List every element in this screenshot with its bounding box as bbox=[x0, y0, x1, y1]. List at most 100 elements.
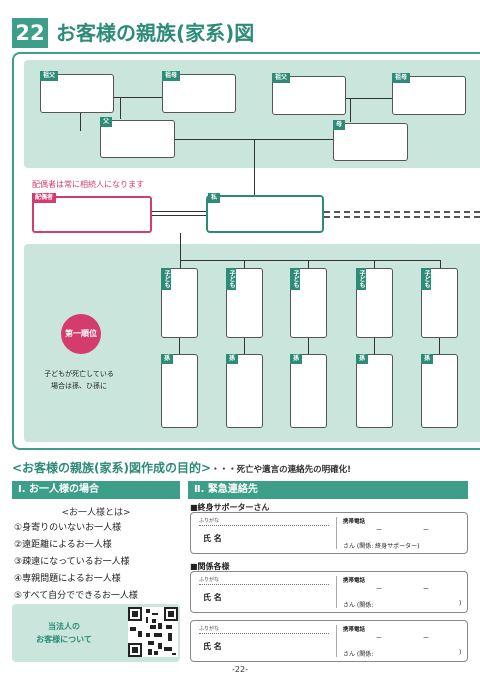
phone-dash: ー bbox=[423, 635, 430, 642]
connector bbox=[244, 338, 245, 354]
connector bbox=[180, 260, 440, 261]
name-label: 氏 名 bbox=[203, 642, 222, 651]
phone-label: 携帯電話 bbox=[343, 578, 366, 584]
section-single-heading: Ⅰ. お一人様の場合 bbox=[12, 481, 180, 499]
single-item: ⑤すべて自分でできるお一人様 bbox=[14, 591, 138, 601]
father-box[interactable] bbox=[100, 120, 175, 158]
rank-caption-line: 場合は孫、ひ孫に bbox=[51, 382, 107, 390]
connector bbox=[180, 260, 181, 268]
spouse-box[interactable] bbox=[32, 196, 152, 233]
relation-text: さん (関係: 終身サポーター) bbox=[343, 543, 420, 550]
page-footer-number: -22- bbox=[232, 665, 248, 674]
grandfather-tag: 祖父 bbox=[40, 71, 59, 81]
furigana-line bbox=[199, 633, 329, 634]
furigana-label: ふりがな bbox=[199, 518, 220, 524]
grandchild-box-2[interactable] bbox=[226, 354, 263, 428]
connector bbox=[80, 113, 81, 131]
purpose-heading: <お客様の親族(家系)図作成の目的>・・・死亡や遺言の連絡先の明確化! bbox=[12, 459, 480, 476]
first-rank-badge: 第一順位 bbox=[61, 314, 101, 354]
divider bbox=[336, 625, 337, 657]
me-tag: 私 bbox=[208, 193, 221, 203]
phone-dash: ー bbox=[423, 586, 430, 593]
rank-caption: 子どもが死亡している 場合は孫、ひ孫に bbox=[30, 368, 128, 392]
connector bbox=[120, 97, 121, 119]
connector bbox=[80, 97, 162, 98]
spouse-note: 配偶者は常に相続人になります bbox=[32, 180, 144, 189]
child-tag: 子ども bbox=[421, 268, 431, 290]
single-item: ②遠距離によるお一人様 bbox=[14, 540, 112, 550]
connector bbox=[244, 260, 245, 268]
child-tag: 子ども bbox=[226, 268, 236, 290]
purpose-subtitle: ・・・死亡や遺言の連絡先の明確化! bbox=[211, 465, 351, 475]
contact-card-lifetime[interactable]: ふりがな 氏 名 携帯電話 ー ー さん (関係: 終身サポーター) bbox=[190, 512, 468, 554]
page-number-badge: 22 bbox=[12, 18, 48, 48]
me-box[interactable] bbox=[206, 195, 324, 233]
section-emergency-heading: Ⅱ. 緊急連絡先 bbox=[188, 481, 468, 499]
grandchild-box-4[interactable] bbox=[356, 354, 393, 428]
grandchild-tag: 孫 bbox=[356, 354, 369, 364]
relation-text: さん (関係: bbox=[343, 651, 374, 658]
contact-card-related-1[interactable]: ふりがな 氏 名 携帯電話 ー ー さん (関係: ) bbox=[190, 571, 468, 613]
page-title: お客様の親族(家系)図 bbox=[56, 21, 255, 45]
relation-close: ) bbox=[459, 649, 462, 656]
connector bbox=[254, 139, 255, 195]
grandmother-tag: 祖母 bbox=[162, 71, 181, 81]
sibling-dashed-line bbox=[324, 211, 480, 213]
corp-text-line: お客様について bbox=[36, 635, 92, 644]
phone-dash: ー bbox=[423, 527, 430, 534]
marriage-line bbox=[152, 211, 206, 212]
connector bbox=[350, 98, 351, 122]
divider bbox=[336, 517, 337, 549]
family-tree-frame bbox=[12, 52, 480, 450]
grandchild-box-1[interactable] bbox=[161, 354, 198, 428]
connector bbox=[308, 260, 309, 268]
connector bbox=[374, 260, 375, 268]
mother-box[interactable] bbox=[333, 123, 408, 161]
phone-dash: ー bbox=[376, 527, 383, 534]
child-tag: 子ども bbox=[161, 268, 171, 290]
single-item: ①身寄りのいないお一人様 bbox=[14, 523, 122, 533]
related-persons-label: ■関係各様 bbox=[190, 562, 230, 571]
connector bbox=[180, 233, 181, 261]
single-item: ④専親問題によるお一人様 bbox=[14, 574, 121, 584]
divider bbox=[336, 576, 337, 608]
grandchild-tag: 孫 bbox=[290, 354, 303, 364]
connector bbox=[440, 260, 441, 268]
child-tag: 子ども bbox=[356, 268, 366, 290]
furigana-line bbox=[199, 584, 329, 585]
qr-code-icon[interactable] bbox=[128, 607, 178, 657]
phone-dash: ー bbox=[376, 586, 383, 593]
grandfather-box-paternal[interactable] bbox=[40, 74, 114, 113]
grandchild-tag: 孫 bbox=[161, 354, 174, 364]
marriage-line bbox=[152, 215, 206, 216]
grandchild-box-5[interactable] bbox=[421, 354, 458, 428]
single-item: ③疎遠になっているお一人様 bbox=[14, 557, 130, 567]
grandfather-tag: 祖父 bbox=[272, 73, 291, 83]
grandchild-tag: 孫 bbox=[226, 354, 239, 364]
name-label: 氏 名 bbox=[203, 534, 222, 543]
single-definition: <お一人様とは> bbox=[61, 508, 131, 518]
furigana-label: ふりがな bbox=[199, 626, 220, 632]
child-box-5[interactable] bbox=[421, 268, 458, 338]
connector bbox=[374, 338, 375, 354]
child-tag: 子ども bbox=[290, 268, 300, 290]
connector bbox=[308, 338, 309, 354]
connector bbox=[179, 338, 180, 354]
contact-card-related-2[interactable]: ふりがな 氏 名 携帯電話 ー ー さん (関係: ) bbox=[190, 620, 468, 662]
corp-text-line: 当法人の bbox=[48, 622, 80, 631]
name-label: 氏 名 bbox=[203, 593, 222, 602]
purpose-title: <お客様の親族(家系)図作成の目的> bbox=[12, 461, 212, 475]
grandchild-tag: 孫 bbox=[421, 354, 434, 364]
furigana-line bbox=[199, 525, 329, 526]
relation-close: ) bbox=[459, 600, 462, 607]
mother-tag: 母 bbox=[333, 120, 346, 130]
connector bbox=[439, 338, 440, 354]
lifetime-supporter-label: ■終身サポーターさん bbox=[190, 503, 270, 512]
connector bbox=[310, 98, 392, 99]
phone-dash: ー bbox=[376, 635, 383, 642]
grandchild-box-3[interactable] bbox=[290, 354, 327, 428]
sibling-dashed-line bbox=[324, 216, 480, 218]
father-tag: 父 bbox=[100, 117, 113, 127]
phone-label: 携帯電話 bbox=[343, 519, 366, 525]
spouse-tag: 配偶者 bbox=[32, 193, 57, 203]
